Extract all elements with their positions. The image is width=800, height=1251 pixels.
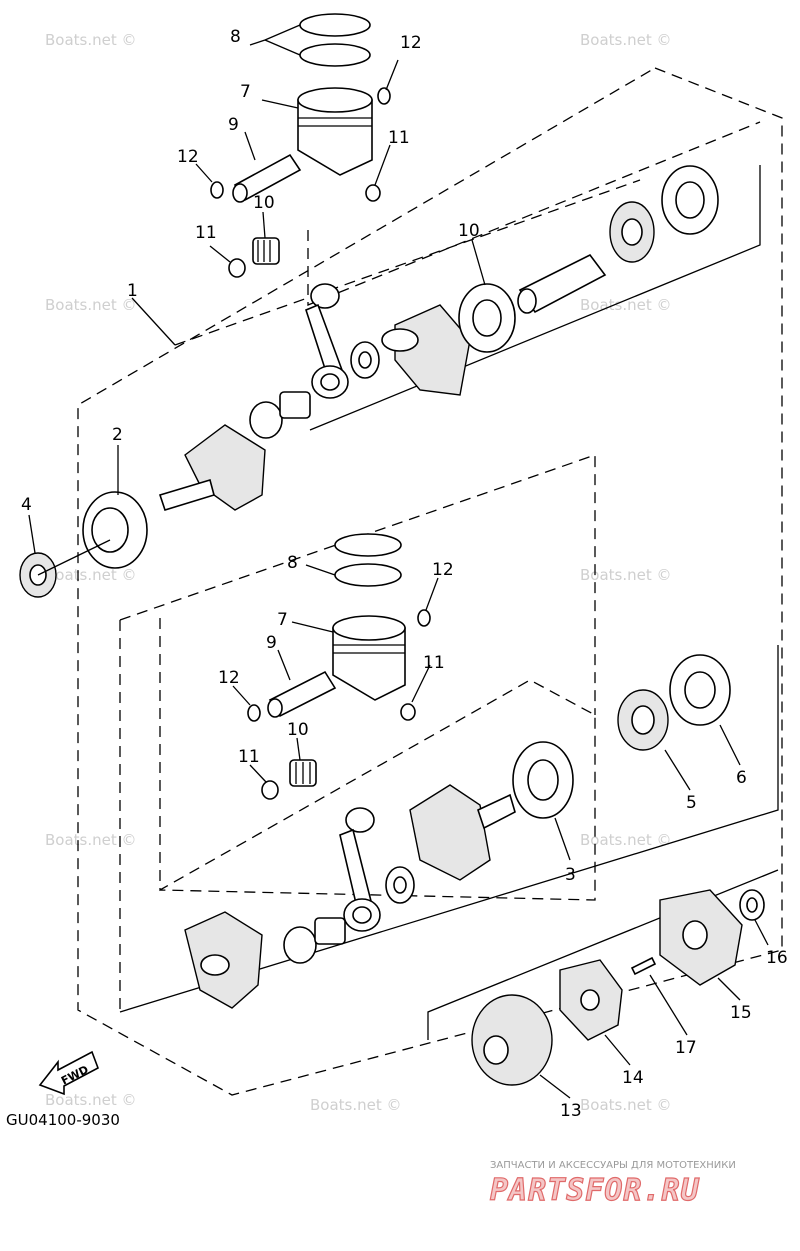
callout-11: 11 — [195, 223, 217, 243]
upper-crank-web-right — [381, 304, 471, 396]
upper-circlips — [210, 87, 391, 278]
part-13-hub — [471, 994, 553, 1086]
watermark: Boats.net © — [45, 831, 137, 849]
watermark: Boats.net © — [580, 566, 672, 584]
upper-main-bearing — [458, 283, 516, 353]
callout-5: 5 — [686, 793, 697, 813]
callout-10: 10 — [253, 193, 275, 213]
callout-8: 8 — [230, 27, 241, 47]
watermark: Boats.net © — [45, 296, 137, 314]
callout-15: 15 — [730, 1003, 752, 1023]
watermark: Boats.net © — [45, 566, 137, 584]
upper-connecting-rod — [305, 283, 349, 399]
callout-12: 12 — [218, 668, 240, 688]
callout-1: 1 — [127, 281, 138, 301]
callout-11: 11 — [238, 747, 260, 767]
callout-9: 9 — [266, 633, 277, 653]
crankshaft-assembly-outline — [77, 67, 783, 1096]
lower-main-bearing — [512, 741, 574, 819]
callout-10: 10 — [287, 720, 309, 740]
watermark: Boats.net © — [310, 1096, 402, 1114]
lower-needle-bearing — [289, 759, 317, 787]
leader-lines — [28, 24, 769, 1099]
callout-4: 4 — [21, 495, 32, 515]
lower-crank-web-right — [409, 784, 516, 881]
upper-thrust-washer — [350, 341, 380, 379]
lower-crank-web-left — [184, 911, 263, 1009]
upper-needle-bearing — [252, 237, 280, 265]
part-14-damper — [559, 959, 623, 1041]
footer-brand-logo: PARTSFOR.RU — [490, 1173, 700, 1208]
callout-12: 12 — [177, 147, 199, 167]
lower-circlips — [247, 609, 431, 800]
callout-11: 11 — [388, 128, 410, 148]
callout-numbers: 8 12 7 9 11 12 10 11 10 1 2 4 8 12 7 9 1… — [21, 27, 788, 1121]
upper-crank-web-left — [158, 424, 266, 511]
callout-7: 7 — [240, 82, 251, 102]
lower-piston — [332, 615, 406, 701]
callout-12: 12 — [432, 560, 454, 580]
watermark: Boats.net © — [45, 31, 137, 49]
callout-8: 8 — [287, 553, 298, 573]
callout-2: 2 — [112, 425, 123, 445]
fwd-arrow: FWD — [38, 1050, 99, 1096]
watermark: Boats.net © — [45, 1091, 137, 1109]
callout-3: 3 — [565, 865, 576, 885]
upper-piston-pin — [232, 153, 302, 203]
watermarks: Boats.net © Boats.net © Boats.net © Boat… — [45, 31, 672, 1114]
lower-piston-rings — [334, 533, 402, 587]
upper-piston-rings — [299, 13, 371, 67]
callout-9: 9 — [228, 115, 239, 135]
callout-14: 14 — [622, 1068, 644, 1088]
upper-piston — [297, 87, 373, 176]
callout-13: 13 — [560, 1101, 582, 1121]
lower-thrust-washer — [385, 866, 415, 904]
lower-connecting-rod — [339, 807, 381, 932]
crankshaft-center-sleeve — [517, 253, 607, 314]
part-17-pin — [630, 956, 657, 976]
bearing-6 — [669, 654, 731, 726]
watermark: Boats.net © — [580, 1096, 672, 1114]
diagram-code: GU04100-9030 — [6, 1111, 120, 1129]
upper-small-needle-bearing — [249, 391, 311, 439]
callout-7: 7 — [277, 610, 288, 630]
part-15-coupling — [659, 889, 743, 986]
callout-12: 12 — [400, 33, 422, 53]
callout-17: 17 — [675, 1038, 697, 1058]
callout-11: 11 — [423, 653, 445, 673]
lower-main-bearing-left — [82, 491, 148, 569]
watermark: Boats.net © — [580, 296, 672, 314]
watermark: Boats.net © — [580, 31, 672, 49]
leader-line — [37, 539, 111, 576]
callout-16: 16 — [766, 948, 788, 968]
part-16-washer — [739, 889, 765, 921]
watermark: Boats.net © — [580, 831, 672, 849]
footer-tagline: ЗАПЧАСТИ И АКСЕССУАРЫ ДЛЯ МОТОТЕХНИКИ — [490, 1160, 736, 1171]
labyrinth-seal — [609, 201, 655, 263]
callout-10: 10 — [458, 221, 480, 241]
lower-small-needle-bearing — [283, 917, 346, 964]
oil-seal-5 — [617, 689, 669, 751]
callout-6: 6 — [736, 768, 747, 788]
lower-piston-pin — [267, 670, 337, 718]
upper-end-bearing — [661, 165, 719, 235]
